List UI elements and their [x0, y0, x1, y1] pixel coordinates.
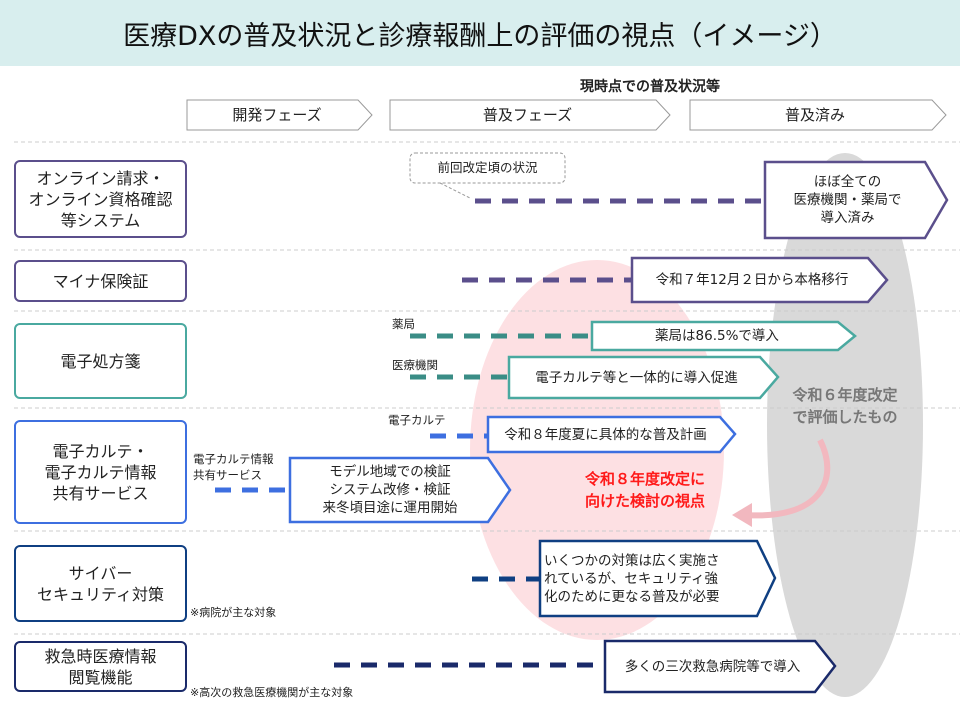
status-myna: 令和７年12月２日から本格移行	[655, 272, 849, 288]
callout-box	[409, 152, 566, 184]
status-box-online	[763, 160, 949, 240]
subheading: 現時点での普及状況等	[580, 79, 720, 95]
callout-text: 前回改定頃の状況	[437, 160, 538, 175]
sharing-label: 電子カルテ情報 共有サービス	[193, 452, 274, 482]
cyber-note: ※病院が主な対象	[190, 606, 277, 619]
curved-arrow-head	[732, 503, 752, 527]
row-cyber-label: サイバー セキュリティ対策	[14, 545, 187, 622]
phase-arrow-dev	[186, 99, 373, 131]
emergency-note: ※高次の救急医療機関が主な対象	[190, 686, 354, 699]
pharmacy-label: 薬局	[392, 317, 415, 331]
status-box-emergency	[603, 639, 837, 694]
phase-done: 普及済み	[784, 106, 845, 124]
title-bar	[0, 0, 960, 66]
emr-label: 電子カルテ	[388, 413, 446, 427]
status-sharing: モデル地域での検証 システム改修・検証 来冬頃目途に運用開始	[322, 464, 458, 516]
status-box-pharmacy	[590, 320, 857, 352]
phase-arrow-spread	[389, 99, 671, 131]
progress-dashes	[215, 198, 765, 668]
status-medical: 電子カルテ等と一体的に導入促進	[535, 369, 738, 386]
phase-spread: 普及フェーズ	[482, 106, 573, 124]
status-emr: 令和８年度夏に具体的な普及計画	[504, 426, 707, 443]
row-myna-label: マイナ保険証	[14, 260, 187, 302]
row-separators	[14, 141, 960, 635]
phase-arrow-done	[689, 99, 947, 131]
status-box-sharing	[288, 456, 512, 524]
r8-label: 令和８年度改定に 向けた検討の視点	[584, 470, 705, 510]
medical-label: 医療機関	[392, 358, 438, 372]
status-box-cyber	[538, 539, 777, 618]
phase-dev: 開発フェーズ	[232, 106, 322, 124]
status-pharmacy: 薬局は86.5%で導入	[655, 328, 779, 344]
row-emr-label: 電子カルテ・ 電子カルテ情報 共有サービス	[14, 420, 187, 524]
status-cyber: いくつかの対策は広く実施さ れているが、セキュリティ強 化のために更なる普及が必…	[544, 552, 720, 605]
status-box-medical	[507, 355, 780, 400]
row-emergency-label: 救急時医療情報 閲覧機能	[14, 641, 187, 692]
status-box-emr	[486, 415, 737, 454]
status-online: ほぼ全ての 医療機関・薬局で 導入済み	[793, 174, 902, 226]
row-online-label: オンライン請求・ オンライン資格確認 等システム	[14, 160, 187, 238]
page-title: 医療DXの普及状況と診療報酬上の評価の視点（イメージ）	[123, 21, 837, 52]
row-eprescription-label: 電子処方箋	[14, 323, 187, 399]
r6-label: 令和６年度改定 で評価したもの	[792, 386, 898, 426]
status-box-myna	[630, 256, 889, 304]
status-emergency: 多くの三次救急病院等で導入	[624, 658, 801, 675]
curved-arrow	[744, 438, 831, 519]
